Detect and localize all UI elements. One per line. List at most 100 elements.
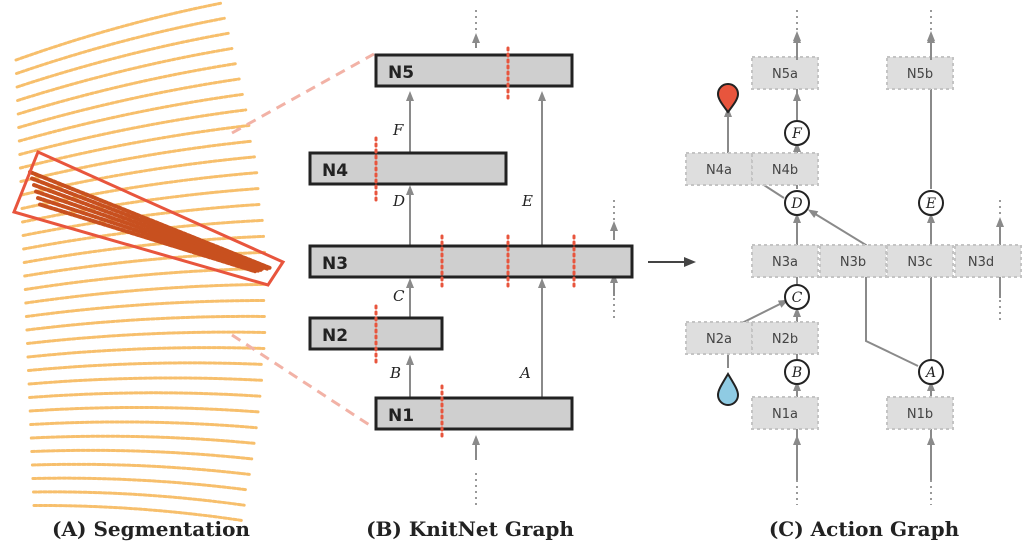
action-node-N3d	[954, 244, 1022, 278]
knitnet-label-N5: N5	[388, 63, 414, 83]
caption-knitnet: (B) KnitNet Graph	[366, 517, 574, 541]
yarn-row	[21, 187, 261, 224]
highlighted-yarn-row	[32, 183, 266, 272]
knitnet-label-N3: N3	[322, 254, 348, 274]
caption-action-graph: (C) Action Graph	[769, 517, 960, 541]
zoom-line-bottom	[231, 333, 375, 430]
action-label-N3c: N3c	[907, 255, 932, 270]
highlighted-yarn-row	[36, 196, 260, 273]
yarn-row	[29, 420, 258, 430]
yarn-row	[27, 361, 265, 372]
knitnet-node-N1	[374, 396, 574, 431]
segment-highlight-box	[11, 149, 286, 287]
knitnet-label-N2: N2	[322, 326, 348, 346]
stitch-circle-B	[784, 359, 810, 385]
yarn-row	[15, 31, 230, 89]
action-node-N4b	[751, 152, 819, 186]
stitch-circle-E	[918, 190, 944, 216]
stitch-label-E: E	[925, 196, 936, 212]
yarn-row	[15, 16, 226, 75]
stitch-label-A: A	[924, 365, 936, 381]
highlighted-yarn-row	[28, 170, 272, 270]
knitnet-node-N3	[308, 244, 634, 279]
action-node-N1b	[886, 396, 954, 430]
knitnet-panel: N5 N4 N3 N2 N1 F D E C B A (B) KnitNet G…	[308, 10, 634, 541]
stitch-label-B: B	[791, 365, 802, 381]
edge-label-E: E	[521, 192, 533, 210]
yarn-row	[14, 1, 222, 62]
stitch-circle-C	[784, 284, 810, 310]
caption-segmentation: (A) Segmentation	[52, 517, 250, 541]
action-graph-panel: N5a N5b N4a N4b N3a N3b N3c N3d N2a N2b …	[685, 10, 1022, 541]
yarn-row	[30, 462, 251, 476]
stitch-circle-F	[784, 120, 810, 146]
yarn-row	[31, 476, 249, 492]
action-node-N2b	[751, 321, 819, 355]
action-label-N5a: N5a	[772, 67, 798, 82]
highlighted-yarn-row	[30, 176, 269, 271]
highlighted-yarn-row	[38, 202, 257, 274]
stitch-label-F: F	[791, 126, 803, 142]
action-label-N3b: N3b	[840, 255, 866, 270]
action-edge-A-to-D	[807, 209, 919, 367]
yarn-row	[28, 405, 260, 414]
yarn-row	[19, 139, 254, 183]
yarn-row	[32, 490, 246, 507]
stitch-circle-D	[784, 190, 810, 216]
yarn-row	[16, 47, 234, 102]
action-node-N4a	[685, 152, 753, 186]
yarn-row	[29, 434, 256, 445]
stitch-label-C: C	[792, 290, 803, 306]
edge-label-A: A	[518, 364, 531, 382]
highlighted-segment-yarn	[28, 170, 272, 274]
action-label-N3a: N3a	[772, 255, 798, 270]
yarn-row	[17, 92, 245, 143]
action-label-N2a: N2a	[706, 332, 732, 347]
yarn-row	[27, 376, 263, 386]
yarn-row	[26, 330, 267, 345]
stitch-label-D: D	[790, 196, 802, 212]
action-label-N3d: N3d	[968, 255, 994, 270]
yarn-row	[18, 124, 251, 170]
yarn-row	[23, 266, 267, 291]
end-pin-icon	[716, 83, 740, 114]
yarn-row	[24, 282, 267, 305]
yarn-row	[17, 77, 241, 129]
yarn-row	[25, 314, 267, 332]
stitch-circle-A	[918, 359, 944, 385]
edge-label-F: F	[392, 121, 404, 139]
action-label-N1a: N1a	[772, 407, 798, 422]
start-drop-icon	[716, 372, 740, 406]
action-node-N3b	[819, 244, 887, 278]
yarn-row	[22, 234, 265, 264]
yarn-row	[30, 448, 254, 461]
edge-label-C: C	[393, 287, 405, 305]
yarn-row	[18, 108, 248, 156]
action-label-N1b: N1b	[907, 407, 933, 422]
action-label-N4b: N4b	[772, 163, 798, 178]
action-node-N3c	[886, 244, 954, 278]
yarn-row	[32, 503, 243, 522]
zoom-line-top	[231, 52, 375, 135]
action-node-N2a	[685, 321, 753, 355]
yarn-row	[26, 346, 266, 359]
action-node-N3a	[751, 244, 819, 278]
knitnet-label-N1: N1	[388, 406, 414, 426]
edge-label-B: B	[389, 364, 401, 382]
action-label-N4a: N4a	[706, 163, 732, 178]
yarn-row	[16, 62, 238, 116]
action-node-N5a	[751, 56, 819, 90]
action-label-N5b: N5b	[907, 67, 933, 82]
action-node-N5b	[886, 56, 954, 90]
edge-label-D: D	[392, 192, 405, 210]
action-node-N1a	[751, 396, 819, 430]
yarn-row	[20, 155, 256, 197]
segmentation-panel: (A) Segmentation	[11, 1, 375, 541]
knitnet-label-N4: N4	[322, 161, 348, 181]
knitnet-node-N5	[374, 53, 574, 88]
action-label-N2b: N2b	[772, 332, 798, 347]
yarn-row	[28, 391, 262, 399]
yarn-row	[24, 299, 267, 318]
knitnet-node-N4	[308, 151, 508, 186]
